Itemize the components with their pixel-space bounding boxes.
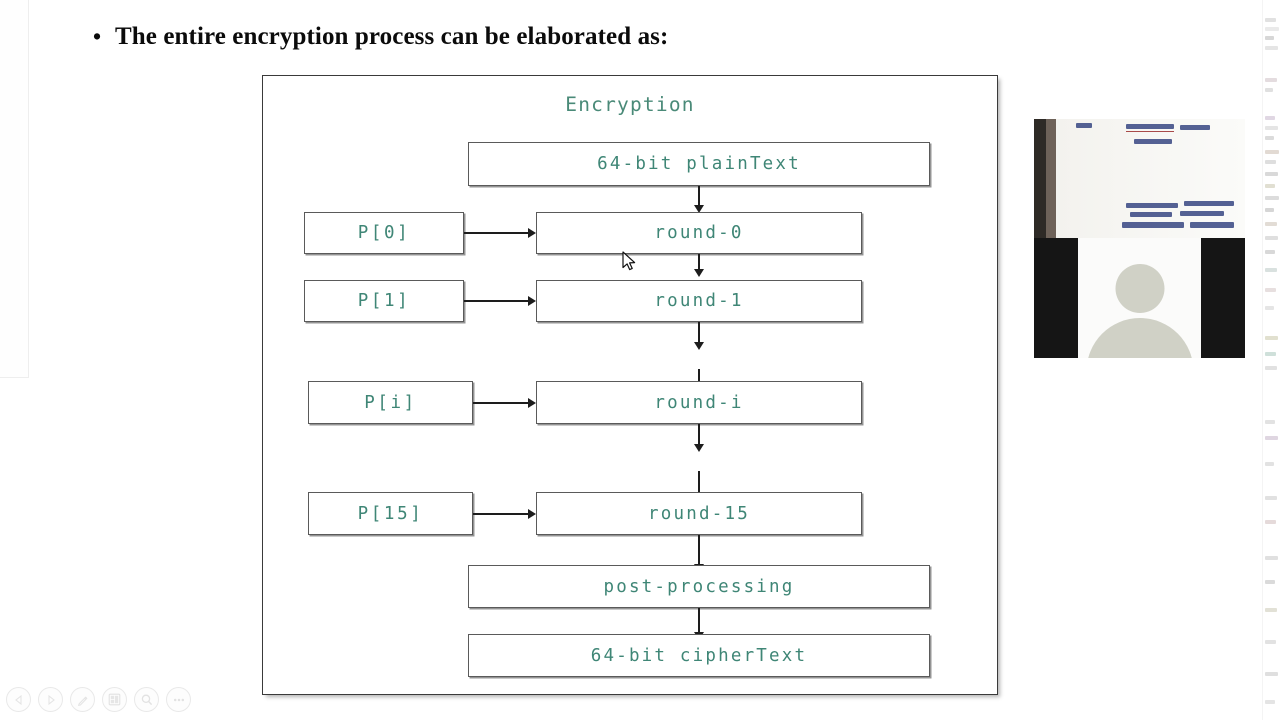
- layout-button[interactable]: [102, 687, 127, 712]
- whiteboard-scribble: [1126, 203, 1178, 208]
- letterbox-right: [1201, 238, 1245, 358]
- whiteboard-scribble: [1076, 123, 1092, 128]
- connector-subkey15-to-round15: [473, 513, 528, 515]
- arrowhead-round0-to-round1: [693, 269, 704, 277]
- whiteboard-surface: [1034, 119, 1245, 238]
- arrowhead-roundi-down: [693, 444, 704, 452]
- ellipsis-icon: [173, 698, 184, 701]
- connector-subkey0-to-round0: [464, 232, 528, 234]
- page-title: • The entire encryption process can be el…: [93, 20, 853, 54]
- whiteboard-scribble: [1184, 201, 1234, 206]
- connector-subkey1-to-round1: [464, 300, 528, 302]
- round-box-1: round-1: [536, 280, 862, 322]
- arrowhead-subkey1-to-round1: [528, 295, 536, 306]
- presentation-toolbar: [6, 687, 191, 712]
- next-slide-button[interactable]: [38, 687, 63, 712]
- whiteboard-scribble: [1180, 211, 1224, 216]
- ciphertext-box: 64-bit cipherText: [468, 634, 930, 677]
- round-box-15: round-15: [536, 492, 862, 535]
- next-arrow-icon: [47, 694, 55, 705]
- pen-icon: [77, 696, 87, 706]
- zoom-button[interactable]: [134, 687, 159, 712]
- subkey-box-i: P[i]: [308, 381, 473, 424]
- connector-round15-to-post: [698, 535, 700, 567]
- connector-post-to-ciphertext: [698, 608, 700, 636]
- diagram-title: Encryption: [565, 93, 695, 116]
- annotate-button[interactable]: [70, 687, 95, 712]
- headline-text: The entire encryption process can be ela…: [115, 23, 669, 50]
- whiteboard-scribble: [1130, 212, 1172, 217]
- previous-arrow-icon: [14, 694, 22, 705]
- arrowhead-round1-down: [693, 342, 704, 350]
- subkey-box-1: P[1]: [304, 280, 464, 322]
- whiteboard-scribble: [1122, 222, 1184, 228]
- connector-gap-to-round15: [698, 471, 700, 496]
- avatar: [1115, 264, 1164, 313]
- connector-plaintext-to-round0: [698, 186, 700, 211]
- arrowhead-subkey0-to-round0: [528, 227, 536, 238]
- letterbox-left: [1034, 238, 1078, 358]
- round-box-i: round-i: [536, 381, 862, 424]
- encryption-diagram: Encryption 64-bit plainText P[0] round-0…: [262, 75, 998, 695]
- grid-layout-icon: [108, 693, 121, 706]
- whiteboard-underline: [1126, 131, 1174, 132]
- subkey-box-0: P[0]: [304, 212, 464, 254]
- arrowhead-plaintext-to-round0: [693, 205, 704, 213]
- arrowhead-subkey15-to-round15: [528, 508, 536, 519]
- side-panel-sliver[interactable]: [1262, 0, 1280, 720]
- magnifier-icon: [141, 694, 152, 705]
- left-rail: [0, 0, 29, 378]
- connector-subkeyi-to-roundi: [473, 402, 528, 404]
- more-options-button[interactable]: [166, 687, 191, 712]
- whiteboard-scribble: [1126, 124, 1174, 129]
- left-rail-divider: [0, 377, 29, 378]
- subkey-box-15: P[15]: [308, 492, 473, 535]
- round-box-0: round-0: [536, 212, 862, 254]
- participant-video-tile[interactable]: [1034, 238, 1245, 358]
- whiteboard-video-tile[interactable]: [1034, 119, 1245, 238]
- connector-roundi-down: [698, 424, 700, 446]
- arrowhead-subkeyi-to-roundi: [528, 397, 536, 408]
- connector-round1-down: [698, 322, 700, 344]
- previous-slide-button[interactable]: [6, 687, 31, 712]
- whiteboard-scribble: [1190, 222, 1234, 228]
- plaintext-box: 64-bit plainText: [468, 142, 930, 186]
- whiteboard-scribble: [1134, 139, 1172, 144]
- whiteboard-scribble: [1180, 125, 1210, 130]
- bullet-glyph: •: [93, 24, 102, 49]
- connector-round0-to-round1: [698, 254, 700, 271]
- post-processing-box: post-processing: [468, 565, 930, 608]
